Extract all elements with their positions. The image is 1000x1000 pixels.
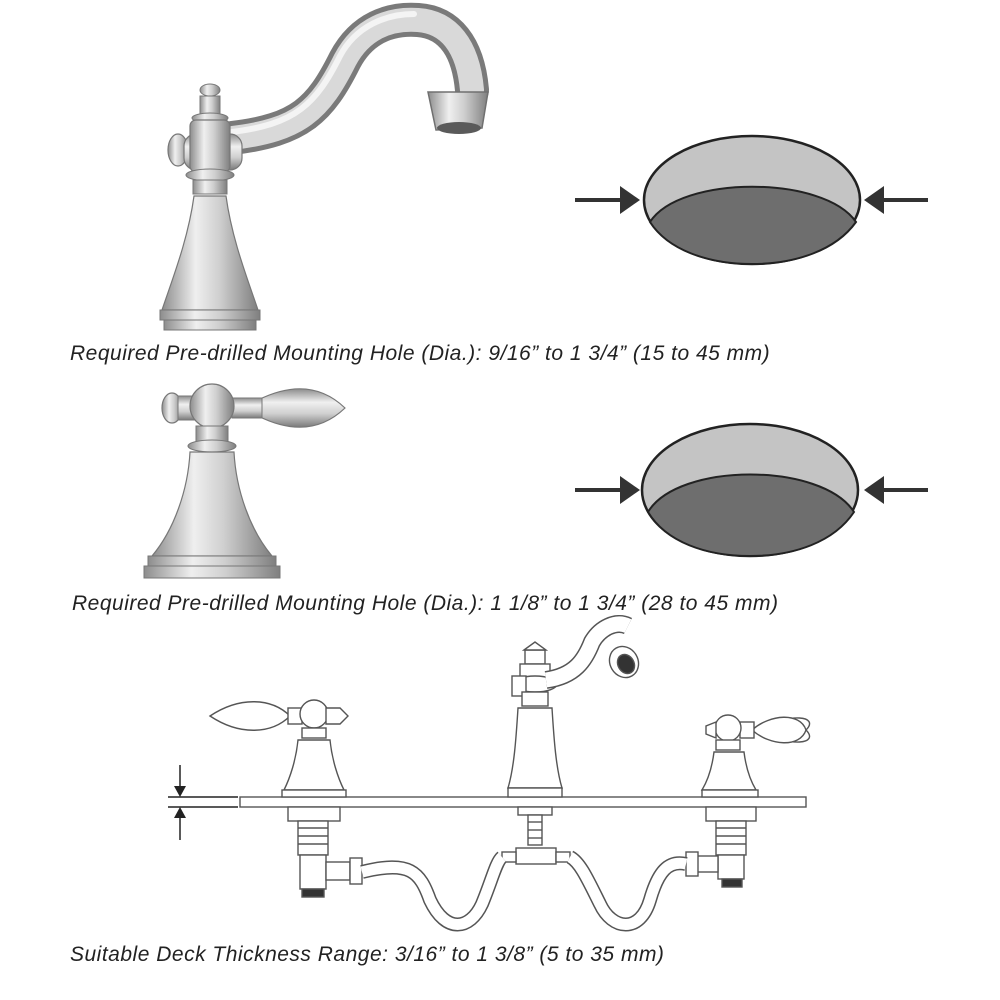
spout-hole-caption: Required Pre-drilled Mounting Hole (Dia.…	[70, 342, 771, 365]
installation-diagram-icon	[168, 615, 811, 932]
handle-icon	[143, 383, 346, 579]
handle-hole-caption: Required Pre-drilled Mounting Hole (Dia.…	[72, 592, 779, 615]
spout-icon	[159, 2, 489, 331]
mounting-hole-1-icon	[575, 134, 928, 266]
mounting-hole-2-icon	[575, 422, 928, 558]
deck-thickness-caption: Suitable Deck Thickness Range: 3/16” to …	[70, 943, 665, 966]
